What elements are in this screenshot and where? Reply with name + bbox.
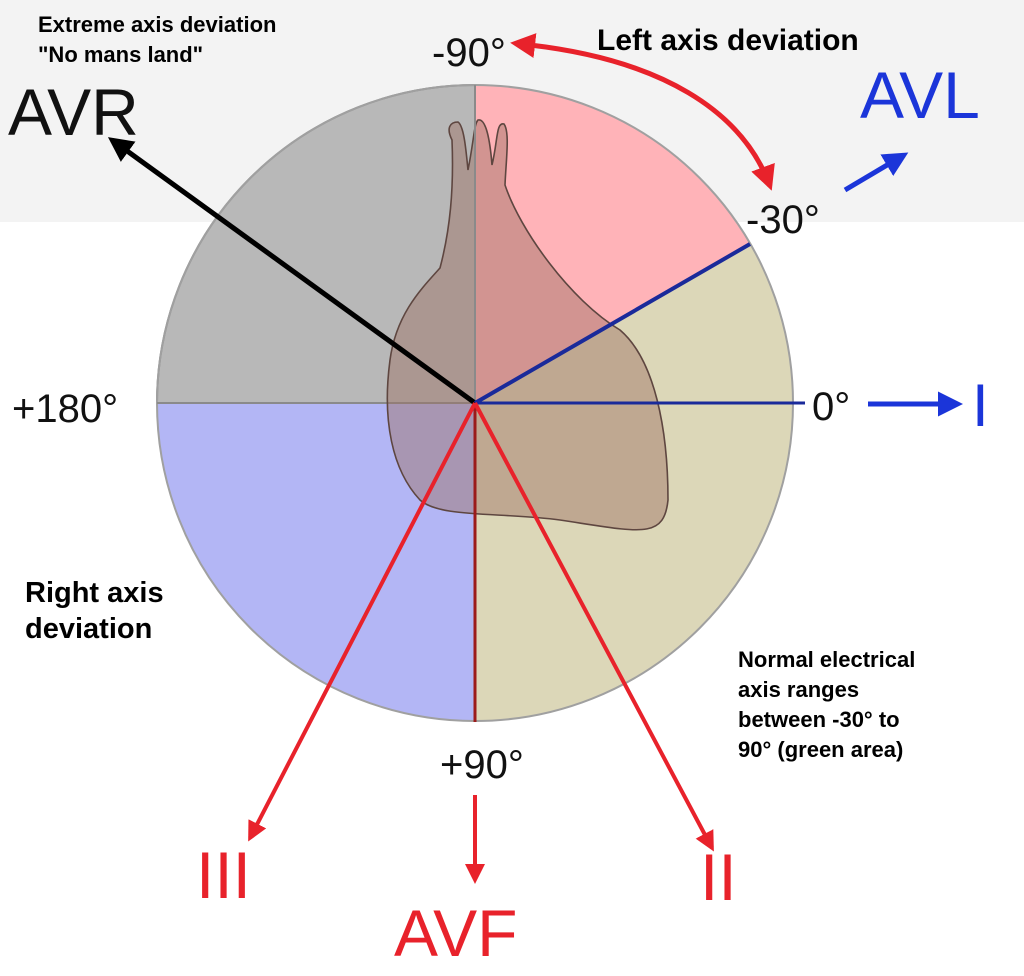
lead-iii-arrow [248,402,477,842]
normal-axis-label-line1: Normal electrical [738,647,915,672]
normal-axis-region [475,244,793,721]
normal-axis-label-line4: 90° (green area) [738,737,903,762]
right-deviation-region [157,403,475,721]
no-mans-land-label: "No mans land" [38,42,203,67]
avr-lead-arrow [107,137,477,406]
normal-axis-label-line3: between -30° to [738,707,900,732]
normal-axis-label-line2: axis ranges [738,677,859,702]
plus180-degree-label: +180° [12,387,118,431]
lead-ii-arrow [473,402,714,852]
minus90-degree-label: -90° [432,31,506,75]
minus30-line [473,242,752,405]
avl-lead-label: AVL [860,58,980,132]
avf-lead-label: AVF [394,896,517,970]
lead-ii-label: II [700,840,737,914]
minus30-degree-label: -30° [746,198,820,242]
lead-iii-label: III [196,838,251,912]
zero-degree-label: 0° [812,385,850,429]
right-axis-label-line1: Right axis [25,577,164,609]
left-deviation-curved-arrow [510,33,775,191]
lead-i-label: I [972,372,989,439]
avr-lead-label: AVR [8,75,139,149]
avl-lead-arrow [843,152,909,193]
right-axis-label-line2: deviation [25,613,152,645]
extreme-deviation-label: Extreme axis deviation [38,12,276,37]
left-axis-deviation-label: Left axis deviation [597,24,859,57]
plus90-degree-label: +90° [440,743,524,787]
